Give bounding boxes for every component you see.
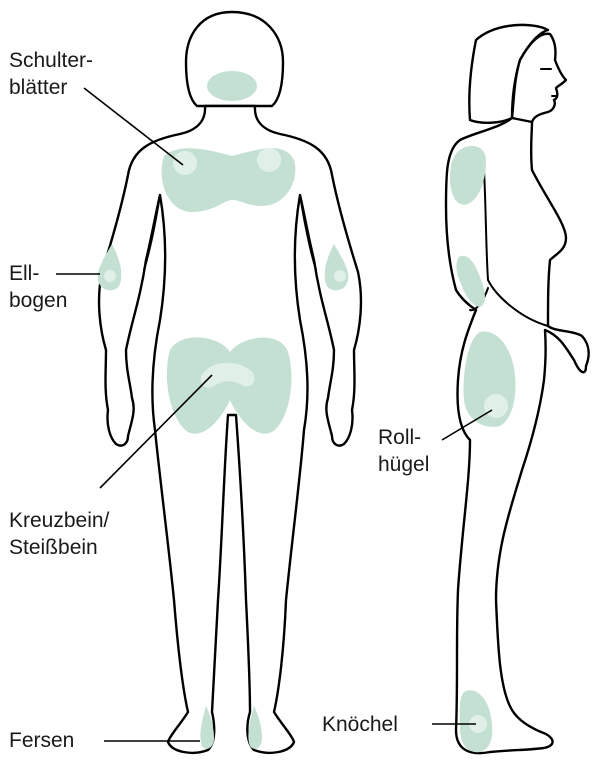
label-ankle: Knöchel [322,711,398,738]
leader-shoulder-blades [84,88,183,165]
label-elbows-line-1: Ell- [9,260,67,287]
label-heels: Fersen [9,727,74,754]
label-trochanter: Roll- hügel [378,424,429,478]
back-view-figure [98,12,361,753]
side-body-outline [446,118,589,753]
label-elbows: Ell- bogen [9,260,67,314]
zone-elbow-left-highlight [104,270,116,282]
zone-shoulder-blades-highlight-left [173,151,197,175]
label-sacrum-line-1: Kreuzbein/ [9,507,109,534]
zone-elbow-right-highlight [334,270,346,282]
label-shoulder-blades-line-1: Schulter- [9,47,93,74]
label-sacrum: Kreuzbein/ Steißbein [9,507,109,561]
side-view-figure [446,25,589,753]
label-sacrum-line-2: Steißbein [9,534,109,561]
zone-shoulder-blades-highlight-right [257,148,281,172]
zone-sacrum [167,337,292,433]
zone-trochanter-highlight [484,394,508,418]
back-body-outline [99,106,361,753]
zone-neck [207,71,257,101]
label-shoulder-blades: Schulter- blätter [9,47,93,101]
label-elbows-line-2: bogen [9,287,67,314]
label-trochanter-line-2: hügel [378,451,429,478]
label-shoulder-blades-line-2: blätter [9,74,93,101]
label-trochanter-line-1: Roll- [378,424,429,451]
